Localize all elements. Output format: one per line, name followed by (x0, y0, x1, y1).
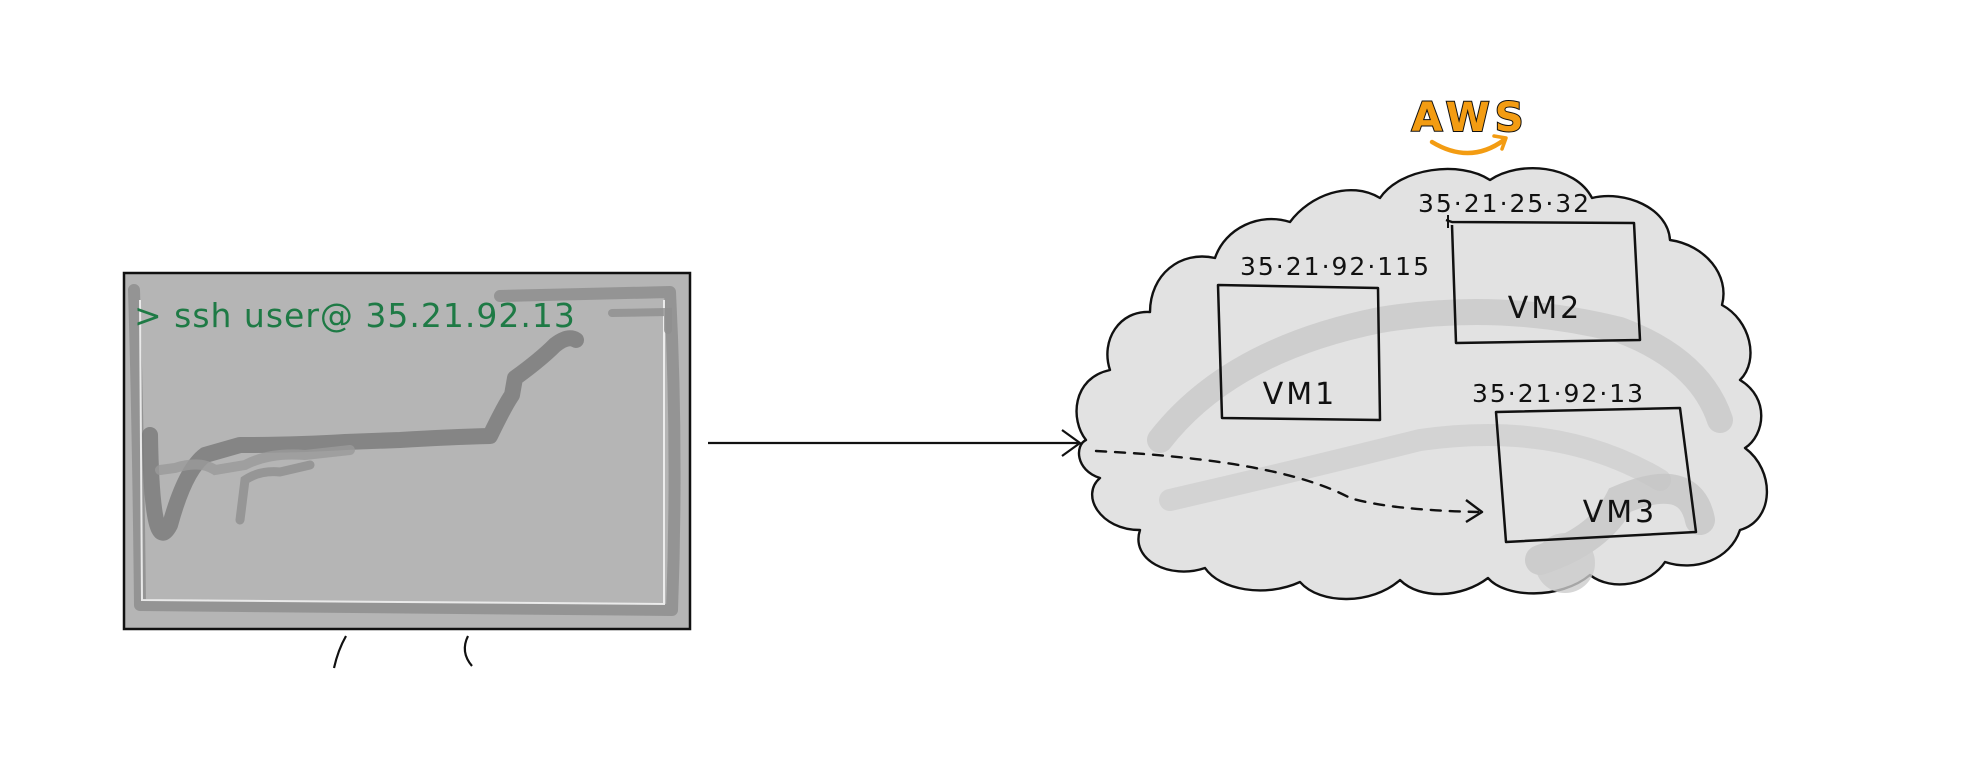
screen-scribble-border-light (139, 299, 665, 606)
aws-logo-text: AWS (1411, 95, 1528, 141)
vm-2-box (1445, 218, 1642, 345)
vm-3-box (1494, 406, 1698, 544)
monitor-leg-right (463, 635, 473, 667)
screen-scribble-graph-3 (235, 460, 315, 525)
routing-arrow-head (1465, 499, 1484, 524)
vm-1: 35·21·92·115 VM1 (1216, 252, 1431, 422)
vm-1-box (1216, 283, 1382, 422)
cloud-scribble-2 (1159, 424, 1671, 511)
vm-3: 35·21·92·13 VM3 (1472, 379, 1698, 544)
vm-1-label: VM1 (1263, 377, 1338, 412)
screen-scribble-right-edge (608, 307, 672, 334)
ssh-arrow-head (1061, 429, 1082, 457)
routing-arrow (1094, 449, 1484, 524)
vm-3-label: VM3 (1583, 495, 1658, 530)
aws-cloud (1075, 167, 1769, 601)
screen-scribble-border (128, 284, 681, 616)
aws-smile-icon (1429, 137, 1507, 156)
routing-arrow-line (1094, 449, 1480, 514)
cloud-blob (1535, 533, 1595, 593)
ssh-arrow (708, 429, 1082, 457)
cloud-scribble-1 (1147, 299, 1733, 453)
vm-1-ip: 35·21·92·115 (1240, 252, 1431, 281)
vm-3-ip: 35·21·92·13 (1472, 379, 1645, 408)
vm-2-label: VM2 (1508, 291, 1583, 326)
screen-scribble-graph (142, 330, 584, 541)
aws-logo: AWS (1410, 94, 1528, 156)
vm-2-ip: 35·21·25·32 (1418, 189, 1591, 218)
terminal-command: > ssh user@ 35.21.92.13 (134, 296, 576, 335)
screen-scribble-graph-2 (155, 445, 355, 476)
monitor: > ssh user@ 35.21.92.13 (122, 271, 692, 669)
aws-smile-arrow-icon (1492, 134, 1508, 151)
monitor-leg-left (332, 635, 347, 669)
vm-2: 35·21·25·32 VM2 (1418, 189, 1642, 345)
